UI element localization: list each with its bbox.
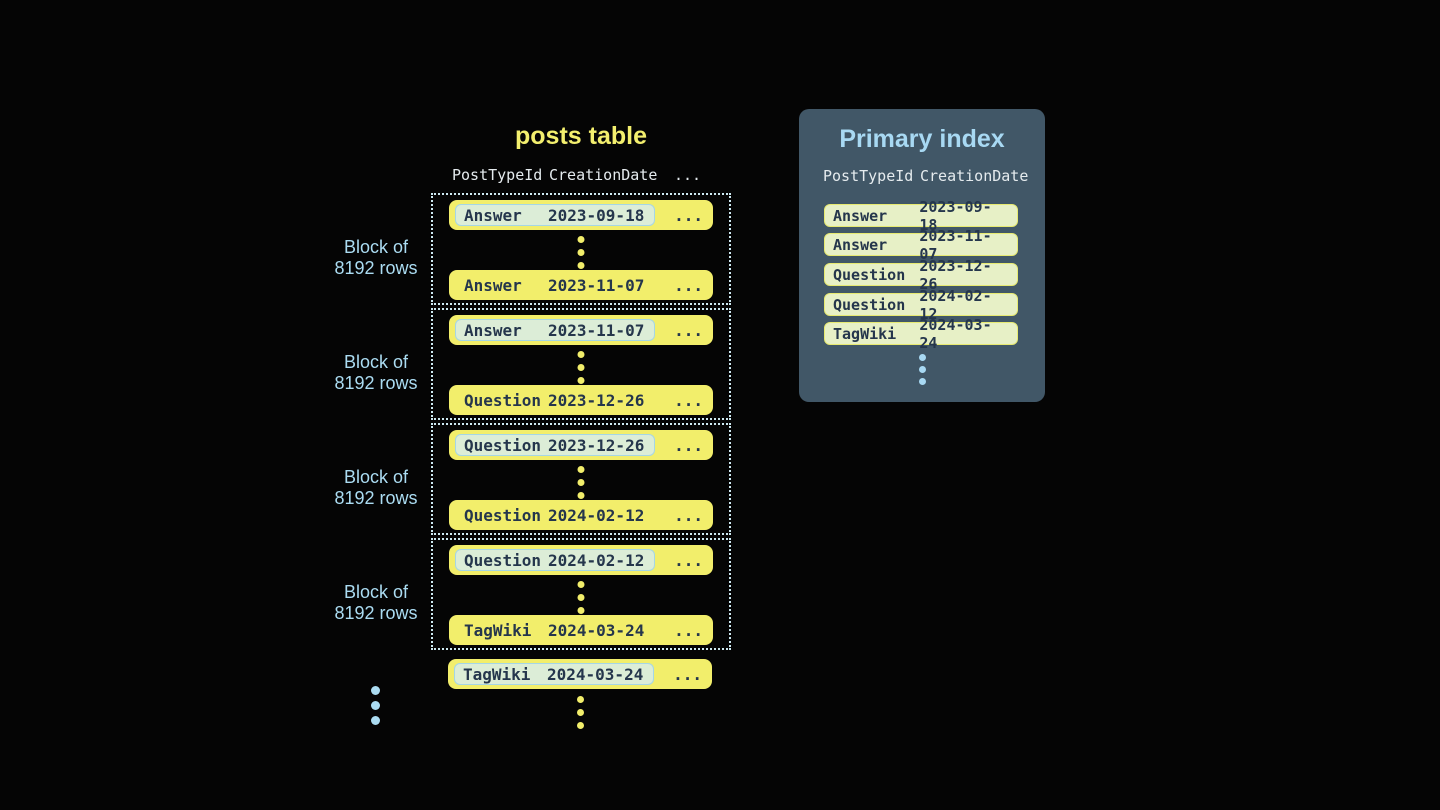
index-key-highlight: Question 2023-12-26 bbox=[455, 434, 656, 456]
post-type-cell: Question bbox=[464, 505, 542, 525]
table-row: TagWiki 2024-03-24 ... bbox=[449, 615, 713, 645]
primary-index-panel: Primary index PostTypeId CreationDate An… bbox=[799, 109, 1045, 402]
post-type-cell: Question bbox=[833, 295, 906, 314]
creation-date-cell: 2024-03-24 bbox=[547, 664, 644, 684]
post-type-cell: TagWiki bbox=[464, 620, 532, 640]
table-row: Question 2024-02-12 ... bbox=[449, 545, 713, 575]
vertical-ellipsis-icon bbox=[577, 236, 585, 269]
creation-date-cell: 2023-11-07 bbox=[548, 275, 645, 295]
block-3: Question 2023-12-26 ... Question 2024-02… bbox=[431, 423, 731, 535]
post-type-cell: Answer bbox=[833, 235, 888, 254]
creation-date-cell: 2024-03-24 bbox=[548, 620, 645, 640]
table-row: Question 2023-12-26 ... bbox=[449, 430, 713, 460]
row-ellipsis: ... bbox=[674, 275, 703, 295]
post-type-cell: Question bbox=[464, 550, 542, 570]
block-2: Answer 2023-11-07 ... Question 2023-12-2… bbox=[431, 308, 731, 420]
post-type-cell: Answer bbox=[464, 205, 522, 225]
vertical-ellipsis-icon bbox=[577, 466, 585, 499]
creation-date-cell: 2024-02-12 bbox=[548, 505, 645, 525]
table-row: Answer 2023-11-07 ... bbox=[449, 315, 713, 345]
row-ellipsis: ... bbox=[674, 205, 703, 225]
index-key-highlight: Question 2024-02-12 bbox=[455, 549, 656, 571]
primary-index-header-posttypeid: PostTypeId bbox=[823, 167, 914, 185]
vertical-ellipsis-icon bbox=[919, 354, 926, 385]
creation-date-cell: 2023-09-18 bbox=[548, 205, 645, 225]
posts-table-header-creationdate: CreationDate bbox=[549, 166, 658, 184]
table-row: TagWiki 2024-03-24 ... bbox=[448, 659, 712, 689]
index-key-highlight: TagWiki 2024-03-24 bbox=[454, 663, 655, 685]
index-key-highlight: Answer 2023-09-18 bbox=[455, 204, 656, 226]
primary-index-title: Primary index bbox=[839, 125, 1005, 153]
row-ellipsis: ... bbox=[674, 505, 703, 525]
table-row: Question 2023-12-26 ... bbox=[449, 385, 713, 415]
index-entry: Answer 2023-11-07 bbox=[824, 227, 1018, 263]
post-type-cell: Question bbox=[464, 390, 542, 410]
creation-date-cell: 2024-02-12 bbox=[919, 286, 992, 323]
creation-date-cell: 2023-09-18 bbox=[919, 197, 992, 234]
creation-date-cell: 2023-11-07 bbox=[919, 226, 992, 263]
creation-date-cell: 2024-02-12 bbox=[548, 550, 645, 570]
post-type-cell: TagWiki bbox=[833, 324, 897, 343]
post-type-cell: Answer bbox=[464, 275, 522, 295]
creation-date-cell: 2024-03-24 bbox=[919, 315, 992, 352]
primary-index-header-creationdate: CreationDate bbox=[920, 167, 1029, 185]
table-row: Answer 2023-09-18 ... bbox=[449, 200, 713, 230]
row-ellipsis: ... bbox=[674, 320, 703, 340]
row-ellipsis: ... bbox=[673, 664, 702, 684]
index-key-highlight: Answer 2023-11-07 bbox=[455, 319, 656, 341]
block-1: Answer 2023-09-18 ... Answer 2023-11-07 … bbox=[431, 193, 731, 305]
row-ellipsis: ... bbox=[674, 390, 703, 410]
index-entry: TagWiki 2024-03-24 bbox=[824, 316, 1018, 352]
post-type-cell: Answer bbox=[464, 320, 522, 340]
posts-table-title: posts table bbox=[515, 122, 647, 150]
creation-date-cell: 2023-11-07 bbox=[548, 320, 645, 340]
table-row: Question 2024-02-12 ... bbox=[449, 500, 713, 530]
index-entry: Question 2024-02-12 bbox=[824, 287, 1018, 323]
row-ellipsis: ... bbox=[674, 550, 703, 570]
post-type-cell: Answer bbox=[833, 206, 888, 225]
creation-date-cell: 2023-12-26 bbox=[548, 390, 645, 410]
index-entry: Question 2023-12-26 bbox=[824, 257, 1018, 293]
post-type-cell: Question bbox=[833, 265, 906, 284]
row-ellipsis: ... bbox=[674, 435, 703, 455]
more-blocks-ellipsis-icon bbox=[371, 686, 380, 725]
vertical-ellipsis-icon bbox=[577, 581, 585, 614]
creation-date-cell: 2023-12-26 bbox=[919, 256, 992, 293]
table-row: Answer 2023-11-07 ... bbox=[449, 270, 713, 300]
post-type-cell: TagWiki bbox=[463, 664, 531, 684]
row-ellipsis: ... bbox=[674, 620, 703, 640]
creation-date-cell: 2023-12-26 bbox=[548, 435, 645, 455]
vertical-ellipsis-icon bbox=[577, 351, 585, 384]
post-type-cell: Question bbox=[464, 435, 542, 455]
posts-table-header-more-columns: ... bbox=[674, 166, 702, 184]
vertical-ellipsis-icon bbox=[577, 696, 584, 729]
block-4: Question 2024-02-12 ... TagWiki 2024-03-… bbox=[431, 538, 731, 650]
index-entry: Answer 2023-09-18 bbox=[824, 198, 1018, 234]
posts-table-header-posttypeid: PostTypeId bbox=[452, 166, 543, 184]
